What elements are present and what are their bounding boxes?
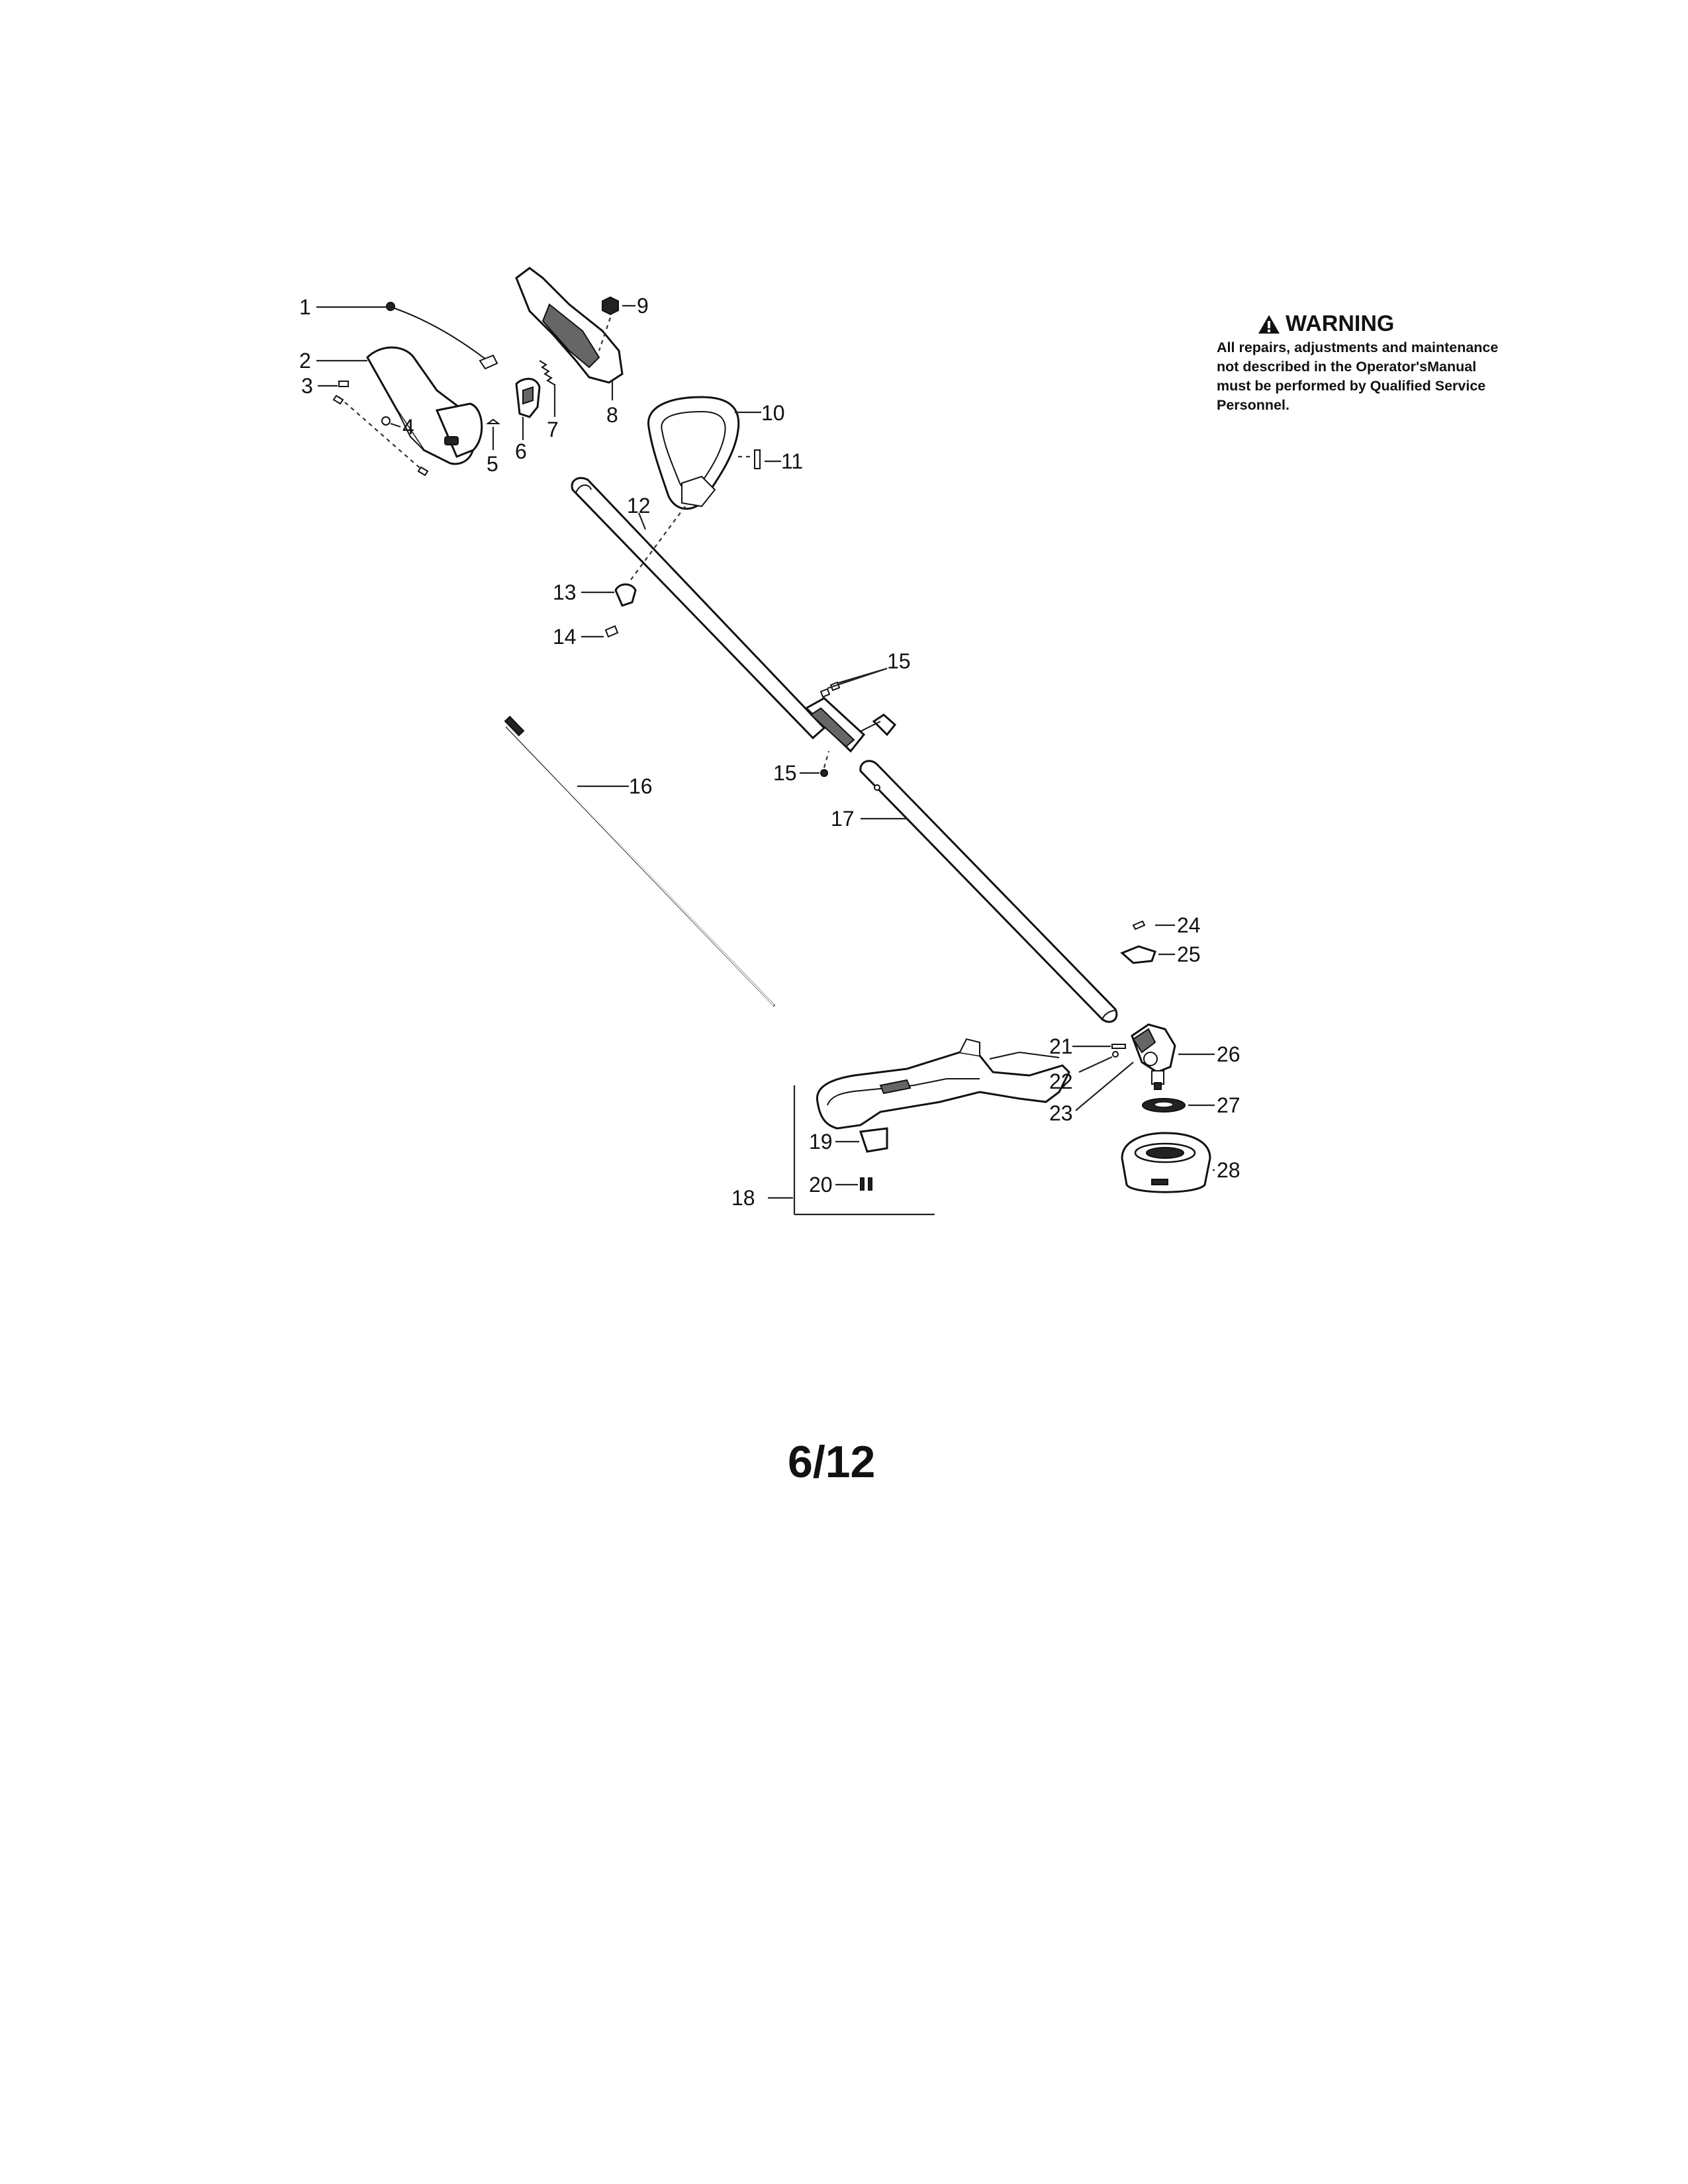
callout-24: 24 — [1177, 913, 1201, 937]
callout-20: 20 — [809, 1173, 833, 1197]
part-10-loop-handle — [647, 396, 761, 510]
callout-28: 28 — [1217, 1158, 1241, 1182]
part-17-lower-shaft — [859, 760, 1118, 1023]
callout-26: 26 — [1217, 1042, 1241, 1066]
callout-15-upper: 15 — [887, 649, 911, 673]
callout-2: 2 — [299, 349, 311, 373]
callout-8: 8 — [606, 403, 618, 427]
warning-title: WARNING — [1258, 311, 1508, 337]
part-13-clamp — [581, 583, 637, 607]
callout-14: 14 — [553, 625, 577, 649]
callout-6: 6 — [515, 439, 527, 463]
part-28-trimmer-head — [1121, 1132, 1215, 1193]
callout-19: 19 — [809, 1130, 833, 1154]
callout-5: 5 — [487, 452, 498, 476]
part-16-drive-shaft — [504, 715, 776, 1007]
part-14-screw — [581, 625, 619, 638]
shaft-coupler — [804, 697, 897, 753]
part-27-washer — [1142, 1098, 1215, 1113]
callout-1: 1 — [299, 295, 311, 319]
part-19-line-cutter-blade — [835, 1127, 888, 1153]
callout-10: 10 — [761, 401, 785, 425]
part-9-nut — [598, 296, 635, 351]
part-4-nut — [381, 416, 401, 428]
page-number: 6/12 — [788, 1437, 876, 1487]
callout-21: 21 — [1049, 1034, 1073, 1058]
warning-triangle-icon — [1258, 314, 1280, 334]
callout-25: 25 — [1177, 942, 1201, 966]
callout-13: 13 — [553, 580, 577, 604]
part-1-throttle-cable — [316, 302, 498, 370]
part-25-bracket — [1120, 945, 1175, 964]
part-3-screw — [318, 381, 429, 477]
callout-22: 22 — [1049, 1069, 1073, 1093]
part-23-pin — [1075, 1062, 1134, 1111]
callout-23: 23 — [1049, 1101, 1073, 1125]
callout-15-lower: 15 — [773, 761, 797, 785]
callout-18: 18 — [731, 1186, 755, 1210]
part-12-upper-shaft — [571, 477, 826, 740]
part-6-throttle-trigger — [515, 377, 541, 440]
callout-9: 9 — [637, 294, 649, 318]
warning-notice: WARNING All repairs, adjustments and mai… — [1217, 311, 1508, 415]
part-20-screws — [835, 1177, 872, 1191]
part-26-gear-head — [1131, 1023, 1215, 1090]
callout-16: 16 — [629, 774, 653, 798]
warning-title-text: WARNING — [1286, 311, 1395, 336]
part-24-screw — [1132, 920, 1175, 931]
part-5-pin — [486, 418, 500, 450]
part-7-spring — [539, 360, 556, 417]
callout-11: 11 — [781, 449, 803, 473]
part-21-bolt — [1072, 1044, 1126, 1049]
callout-17: 17 — [831, 807, 855, 831]
callout-7: 7 — [547, 418, 559, 441]
part-15-screws-upper — [820, 667, 888, 698]
part-11-bolt — [738, 449, 781, 469]
part-2-handle-housing — [316, 346, 483, 465]
callout-4: 4 — [402, 415, 414, 439]
callout-27: 27 — [1217, 1093, 1241, 1117]
part-15-nut-lower — [800, 751, 830, 777]
callout-12: 12 — [627, 494, 651, 518]
part-18-guard-assembly — [768, 1038, 1070, 1216]
callout-3: 3 — [301, 374, 313, 398]
part-22-washer — [1078, 1051, 1119, 1073]
warning-text: All repairs, adjustments and maintenance… — [1217, 340, 1499, 413]
part-8-handle-cover — [515, 267, 624, 400]
